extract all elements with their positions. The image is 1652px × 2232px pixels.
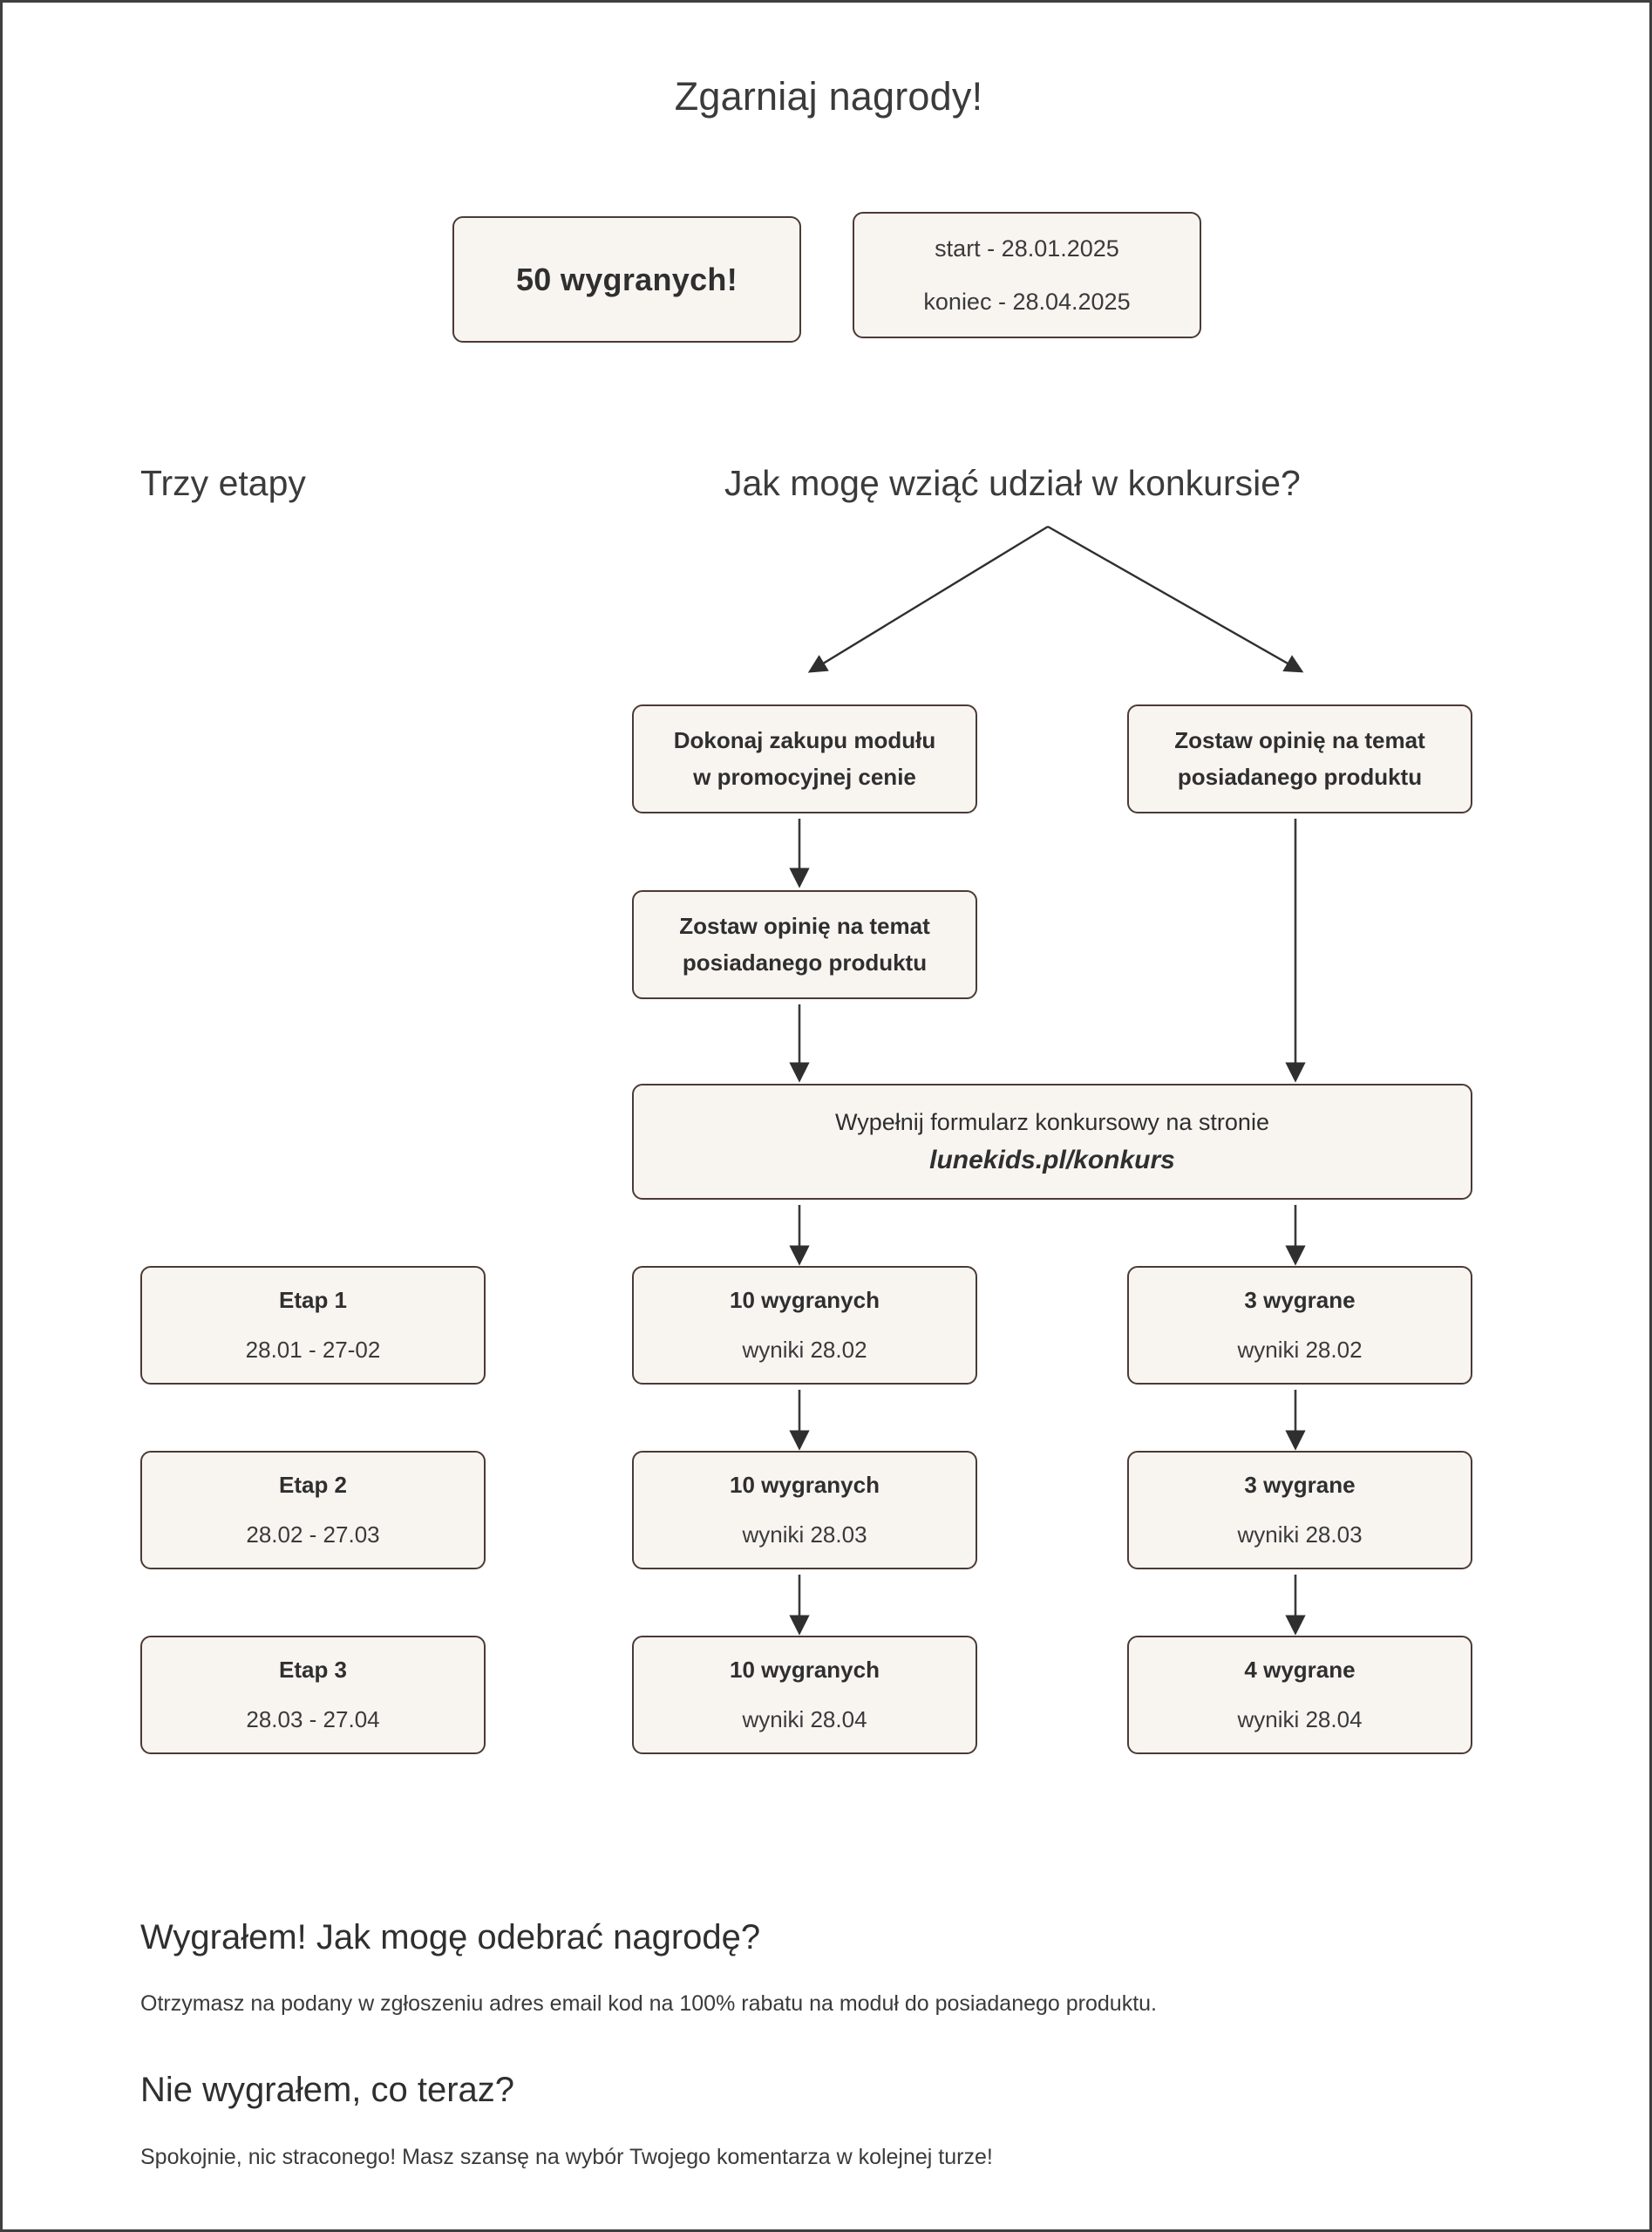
contest-form-url[interactable]: lunekids.pl/konkurs <box>929 1145 1175 1174</box>
flow-step-review-right-line2: posiadanego produktu <box>1177 763 1423 790</box>
result-count: 10 wygranych <box>730 1287 880 1313</box>
flow-step-review-right-line1: Zostaw opinię na temat <box>1174 727 1425 754</box>
stage-name: Etap 1 <box>278 1287 348 1313</box>
flow-step-purchase-line2: w promocyjnej cenie <box>693 763 916 790</box>
flow-step-purchase: Dokonaj zakupu modułu w promocyjnej ceni… <box>632 704 977 813</box>
stage-range: 28.02 - 27.03 <box>246 1521 380 1548</box>
campaign-start-label: start - 28.01.2025 <box>935 235 1119 262</box>
stage-box-2: Etap 2 28.02 - 27.03 <box>140 1451 486 1569</box>
stage-box-1: Etap 1 28.01 - 27-02 <box>140 1266 486 1385</box>
flow-step-form: Wypełnij formularz konkursowy na stronie… <box>632 1084 1472 1200</box>
result-date: wyniki 28.04 <box>742 1706 867 1732</box>
flow-step-purchase-line1: Dokonaj zakupu modułu <box>673 727 936 754</box>
result-count: 3 wygrane <box>1244 1472 1356 1498</box>
wins-badge-label: 50 wygranych! <box>515 261 738 297</box>
flow-step-review-left-line1: Zostaw opinię na temat <box>679 913 930 940</box>
review-result-box-3: 4 wygrane wyniki 28.04 <box>1127 1636 1472 1754</box>
result-date: wyniki 28.03 <box>1237 1521 1363 1548</box>
flow-step-review-left: Zostaw opinię na temat posiadanego produ… <box>632 890 977 999</box>
stage-range: 28.01 - 27-02 <box>245 1337 381 1363</box>
result-date: wyniki 28.04 <box>1237 1706 1363 1732</box>
result-date: wyniki 28.03 <box>742 1521 867 1548</box>
heading-participation: Jak mogę wziąć udział w konkursie? <box>724 463 1301 503</box>
faq-answer-2: Spokojnie, nic straconego! Masz szansę n… <box>140 2145 993 2169</box>
flow-step-form-line1: Wypełnij formularz konkursowy na stronie <box>835 1108 1269 1135</box>
review-result-box-1: 3 wygrane wyniki 28.02 <box>1127 1266 1472 1385</box>
faq-question-1: Wygrałem! Jak mogę odebrać nagrodę? <box>140 1918 761 1956</box>
page-title: Zgarniaj nagrody! <box>674 74 983 119</box>
connector-split-right <box>1047 525 1304 673</box>
faq-question-2: Nie wygrałem, co teraz? <box>140 2071 515 2109</box>
campaign-dates-box: start - 28.01.2025 koniec - 28.04.2025 <box>853 212 1201 338</box>
flow-step-review-right: Zostaw opinię na temat posiadanego produ… <box>1127 704 1472 813</box>
stage-range: 28.03 - 27.04 <box>246 1706 380 1732</box>
purchase-result-box-3: 10 wygranych wyniki 28.04 <box>632 1636 977 1754</box>
result-date: wyniki 28.02 <box>1237 1337 1363 1363</box>
result-count: 4 wygrane <box>1244 1657 1356 1683</box>
stage-name: Etap 2 <box>278 1472 348 1498</box>
heading-stages: Trzy etapy <box>140 463 306 503</box>
purchase-result-box-2: 10 wygranych wyniki 28.03 <box>632 1451 977 1569</box>
connector-split-left <box>807 525 1049 673</box>
result-count: 10 wygranych <box>730 1472 880 1498</box>
result-count: 3 wygrane <box>1244 1287 1356 1313</box>
review-result-box-2: 3 wygrane wyniki 28.03 <box>1127 1451 1472 1569</box>
stage-box-3: Etap 3 28.03 - 27.04 <box>140 1636 486 1754</box>
result-date: wyniki 28.02 <box>742 1337 867 1363</box>
wins-badge-box: 50 wygranych! <box>452 216 801 343</box>
stage-name: Etap 3 <box>278 1657 348 1683</box>
faq-answer-1: Otrzymasz na podany w zgłoszeniu adres e… <box>140 1991 1157 2016</box>
purchase-result-box-1: 10 wygranych wyniki 28.02 <box>632 1266 977 1385</box>
flow-step-review-left-line2: posiadanego produktu <box>682 949 928 976</box>
campaign-end-label: koniec - 28.04.2025 <box>923 288 1131 315</box>
result-count: 10 wygranych <box>730 1657 880 1683</box>
